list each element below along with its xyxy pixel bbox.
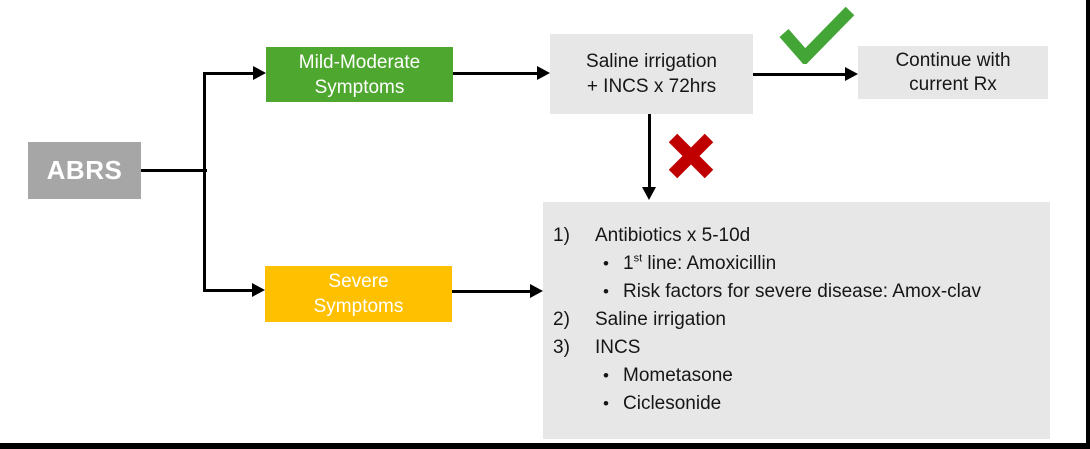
connector-severe-to-plan [452, 290, 531, 293]
arrowhead-to-continue [845, 67, 858, 81]
saline-incs-node: Saline irrigation + INCS x 72hrs [550, 34, 753, 114]
saline-incs-label-line2: + INCS x 72hrs [586, 76, 717, 97]
arrowhead-to-plan [642, 187, 656, 200]
treatment-item-antibiotics: 1) Antibiotics x 5-10d [553, 225, 751, 246]
arrowhead-severe-to-plan [530, 284, 543, 298]
continue-rx-label-line1: Continue with [895, 49, 1011, 71]
connector-abrs-to-branch [141, 169, 207, 172]
treatment-item-saline: 2) Saline irrigation [553, 309, 726, 330]
treatment-subitem-ciclesonide: • Ciclesonide [603, 393, 722, 414]
mild-moderate-label-line1: Mild-Moderate [298, 51, 421, 73]
treatment-plan-list: 1) Antibiotics x 5-10d • 1st line: Amoxi… [543, 222, 1050, 418]
treatment-plan-node: 1) Antibiotics x 5-10d • 1st line: Amoxi… [543, 202, 1050, 439]
connector-branch-to-severe [203, 289, 254, 292]
severe-label-line2: Symptoms [313, 296, 404, 317]
x-icon [668, 133, 714, 179]
arrowhead-to-saline [537, 66, 550, 80]
arrowhead-to-severe [252, 283, 265, 297]
treatment-subitem-risk-factors: • Risk factors for severe disease: Amox-… [603, 281, 981, 302]
mild-moderate-label-line2: Symptoms [314, 76, 405, 98]
connector-branch-vertical [203, 72, 206, 292]
bottom-border-bar [0, 443, 1090, 449]
abrs-label: ABRS [46, 155, 123, 185]
saline-incs-label-line1: Saline irrigation [586, 51, 717, 72]
right-border-bar [1086, 0, 1090, 449]
checkmark-icon [779, 6, 855, 64]
continue-rx-node: Continue with current Rx [858, 46, 1048, 99]
connector-saline-down [648, 114, 651, 188]
severe-node: Severe Symptoms [265, 266, 452, 322]
treatment-subitem-mometasone: • Mometasone [603, 365, 733, 386]
treatment-item-incs: 3) INCS [553, 337, 641, 358]
connector-saline-to-continue [753, 73, 846, 76]
continue-rx-label-line2: current Rx [909, 73, 997, 95]
severe-label-line1: Severe [328, 271, 389, 292]
connector-branch-to-mild [203, 72, 254, 75]
treatment-subitem-first-line: • 1st line: Amoxicillin [603, 252, 777, 274]
connector-mild-to-saline [453, 72, 538, 75]
mild-moderate-node: Mild-Moderate Symptoms [266, 47, 453, 102]
abrs-node: ABRS [28, 142, 141, 199]
arrowhead-to-mild [253, 66, 266, 80]
